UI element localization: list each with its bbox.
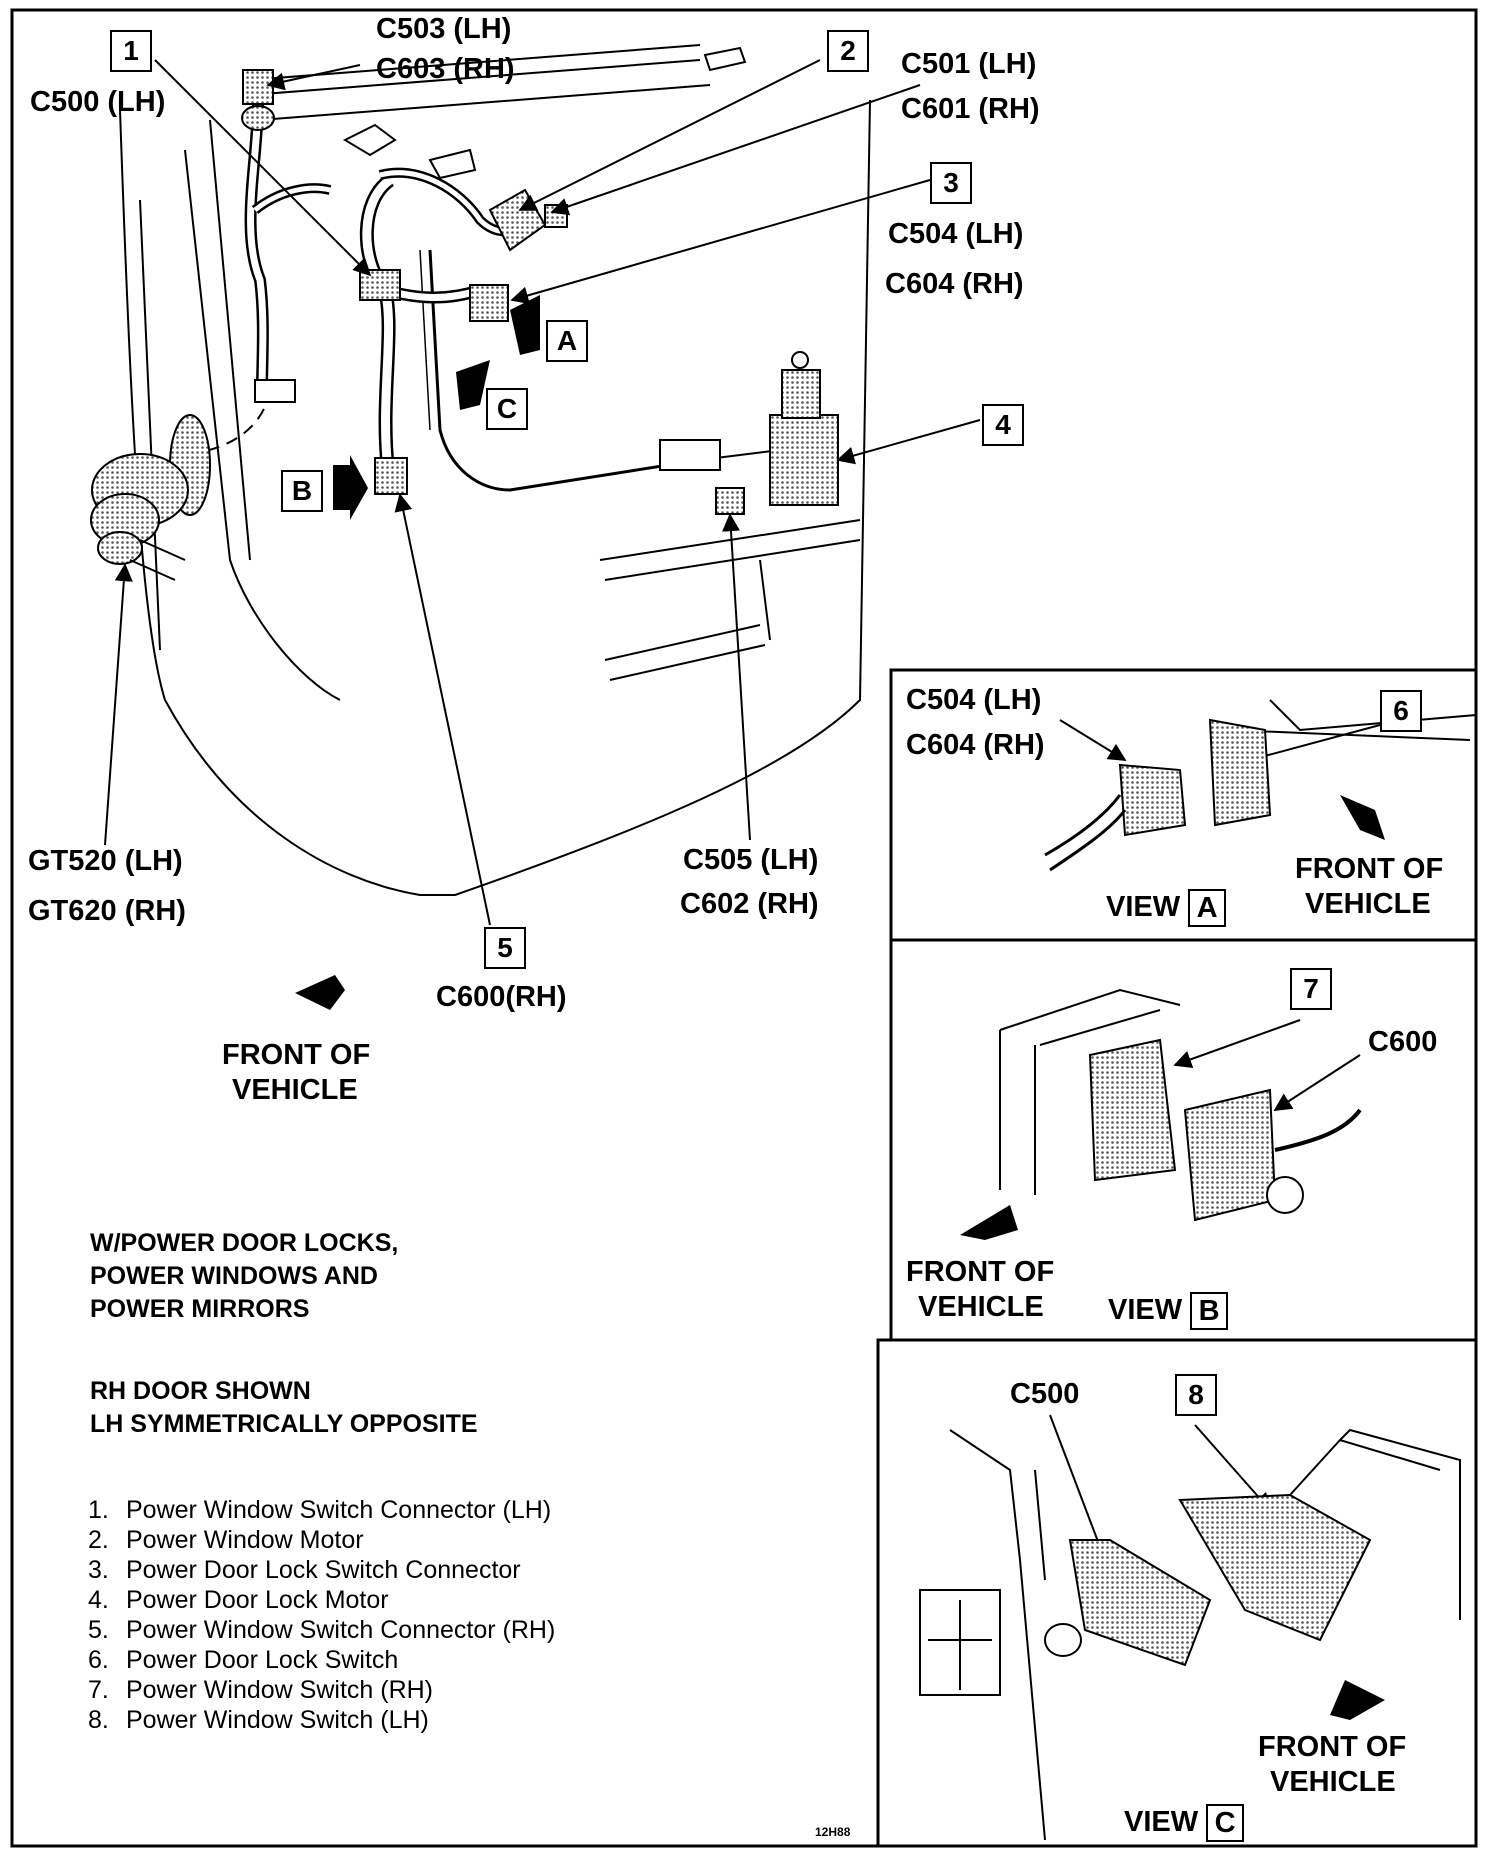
view-c-panel bbox=[876, 1338, 1478, 1848]
c503-connector bbox=[242, 69, 274, 105]
view-b-vehicle: VEHICLE bbox=[918, 1291, 1044, 1323]
label-c600-rh: C600(RH) bbox=[436, 981, 567, 1013]
legend-item: 8.Power Window Switch (LH) bbox=[88, 1706, 429, 1734]
view-b-detail bbox=[999, 988, 1362, 1222]
view-a-front-of: FRONT OF bbox=[1295, 853, 1444, 885]
view-arrows bbox=[295, 295, 1385, 1720]
legend-item: 7.Power Window Switch (RH) bbox=[88, 1676, 434, 1704]
c505-connector bbox=[715, 487, 745, 515]
c600-connector bbox=[374, 457, 408, 495]
legend-item: 3.Power Door Lock Switch Connector bbox=[88, 1556, 521, 1584]
legend-item: 6.Power Door Lock Switch bbox=[88, 1646, 399, 1674]
view-b-c600: C600 bbox=[1368, 1026, 1438, 1058]
window-motor bbox=[488, 188, 547, 252]
view-a-letter: A bbox=[1188, 889, 1227, 928]
label-c504-lh: C504 (LH) bbox=[888, 218, 1024, 250]
legend-item: 4.Power Door Lock Motor bbox=[88, 1586, 389, 1614]
view-a-detail bbox=[1044, 699, 1477, 872]
view-a-vehicle: VEHICLE bbox=[1305, 888, 1431, 920]
label-c501-lh: C501 (LH) bbox=[901, 48, 1037, 80]
note-line-1: W/POWER DOOR LOCKS, bbox=[90, 1229, 399, 1257]
switch-connector-lh bbox=[359, 269, 401, 301]
note-line-4: RH DOOR SHOWN bbox=[90, 1377, 311, 1405]
callout-b: B bbox=[281, 470, 323, 512]
legend-item: 5.Power Window Switch Connector (RH) bbox=[88, 1616, 556, 1644]
label-c500-lh: C500 (LH) bbox=[30, 86, 166, 118]
label-gt520-lh: GT520 (LH) bbox=[28, 845, 183, 877]
callout-8: 8 bbox=[1175, 1374, 1217, 1416]
label-c604-rh: C604 (RH) bbox=[885, 268, 1024, 300]
callout-a: A bbox=[546, 320, 588, 362]
note-line-3: POWER MIRRORS bbox=[90, 1295, 310, 1323]
callout-6: 6 bbox=[1380, 690, 1422, 732]
view-c-letter: C bbox=[1206, 1804, 1245, 1843]
label-gt620-rh: GT620 (RH) bbox=[28, 895, 186, 927]
callout-c: C bbox=[486, 388, 528, 430]
legend-item: 1.Power Window Switch Connector (LH) bbox=[88, 1496, 552, 1524]
callout-3: 3 bbox=[930, 162, 972, 204]
label-c602-rh: C602 (RH) bbox=[680, 888, 819, 920]
label-c503-lh: C503 (LH) bbox=[376, 13, 512, 45]
view-c-c500: C500 bbox=[1010, 1378, 1080, 1410]
view-c-detail bbox=[919, 1428, 1461, 1841]
figure-code: 12H88 bbox=[815, 1825, 851, 1839]
view-c-front-of: FRONT OF bbox=[1258, 1731, 1407, 1763]
leader-lines bbox=[104, 59, 1381, 1562]
grommet bbox=[90, 414, 211, 581]
door-lock-motor bbox=[769, 414, 839, 506]
callout-1: 1 bbox=[110, 30, 152, 72]
note-line-2: POWER WINDOWS AND bbox=[90, 1262, 378, 1290]
c504-connector bbox=[469, 284, 509, 322]
view-a-c604-rh: C604 (RH) bbox=[906, 729, 1045, 761]
label-c601-rh: C601 (RH) bbox=[901, 93, 1040, 125]
legend: 1.Power Window Switch Connector (LH) 2.P… bbox=[88, 1495, 555, 1735]
callout-4: 4 bbox=[982, 404, 1024, 446]
callout-5: 5 bbox=[484, 927, 526, 969]
callout-2: 2 bbox=[827, 30, 869, 72]
view-b-letter: B bbox=[1190, 1292, 1229, 1331]
label-c505-lh: C505 (LH) bbox=[683, 844, 819, 876]
view-a-c504-lh: C504 (LH) bbox=[906, 684, 1042, 716]
callout-7: 7 bbox=[1290, 968, 1332, 1010]
view-c-vehicle: VEHICLE bbox=[1270, 1766, 1396, 1798]
label-vehicle: VEHICLE bbox=[232, 1074, 358, 1106]
label-c603-rh: C603 (RH) bbox=[376, 53, 515, 85]
view-b-front-of: FRONT OF bbox=[906, 1256, 1055, 1288]
label-front-of: FRONT OF bbox=[222, 1039, 371, 1071]
door-drawing bbox=[119, 44, 871, 896]
note-line-5: LH SYMMETRICALLY OPPOSITE bbox=[90, 1410, 478, 1438]
legend-item: 2.Power Window Motor bbox=[88, 1526, 364, 1554]
